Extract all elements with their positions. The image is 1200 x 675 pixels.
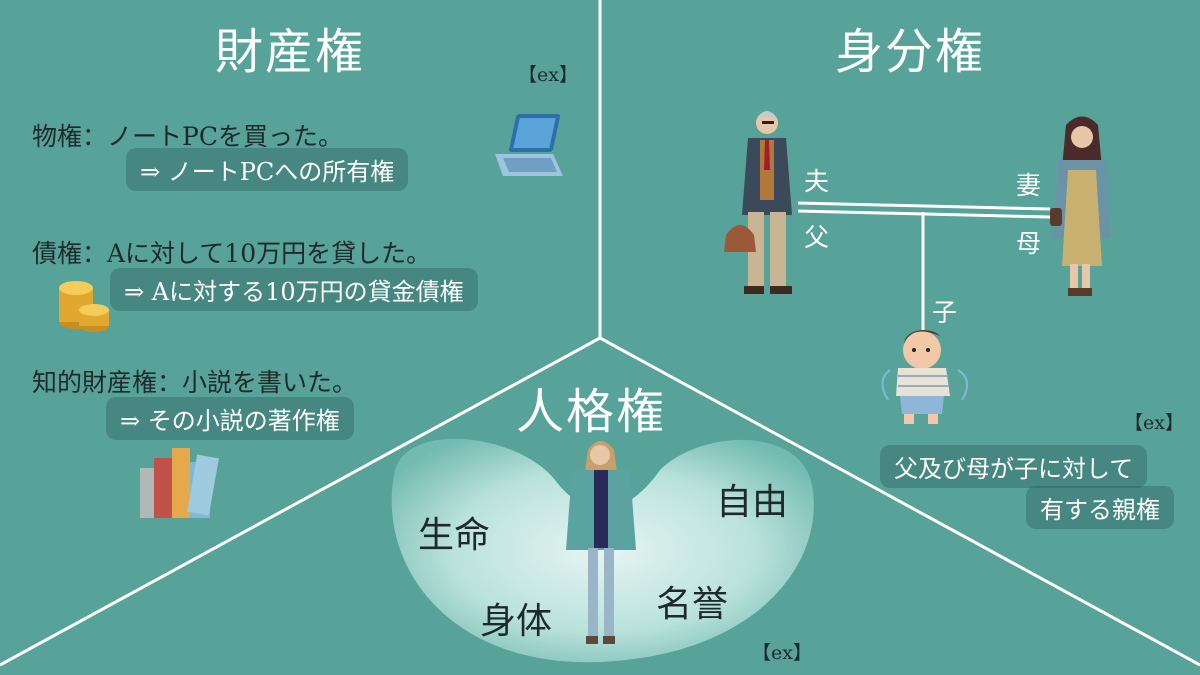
wife-label: 妻 [1016,171,1042,200]
mother-figure [1050,116,1110,296]
divider-right [599,336,1200,667]
personal-rights-blob [391,438,814,663]
property-item-result: ⇒ ノートPCへの所有権 [126,148,409,191]
property-item-result: ⇒ その小説の著作権 [106,397,354,440]
personal-rights-title: 人格権 [516,384,667,440]
status-rights-title: 身分権 [835,24,986,80]
property-item-line: 物権：ノートPCを買った。 [32,122,343,151]
husband-label: 夫 [804,167,830,196]
coins-icon [59,281,109,332]
family-lines [797,201,1051,340]
books-icon [140,448,219,518]
right-body: 身体 [480,601,553,642]
property-item-result: ⇒ Aに対する10万円の貸金債権 [110,268,478,311]
status-example-line2: 有する親権 [1026,486,1174,529]
personal-ex-label: 【ex】 [752,642,812,664]
property-item-line: 債権：Aに対して10万円を貸した。 [32,239,432,268]
child-label: 子 [932,298,958,327]
right-honor: 名誉 [656,584,729,625]
mother-label: 母 [1016,229,1042,258]
father-figure [724,111,792,294]
status-example-line1: 父及び母が子に対して [880,445,1148,488]
laptop-icon [495,114,563,176]
right-freedom: 自由 [716,482,789,523]
property-rights-title: 財産権 [215,24,366,80]
divider-left [0,336,601,667]
property-item-line: 知的財産権：小説を書いた。 [32,368,358,397]
property-ex-label: 【ex】 [518,64,578,86]
father-label: 父 [804,223,830,252]
child-figure [881,330,969,424]
status-ex-label: 【ex】 [1124,412,1184,434]
woman-figure [566,441,636,644]
right-life: 生命 [418,515,491,556]
